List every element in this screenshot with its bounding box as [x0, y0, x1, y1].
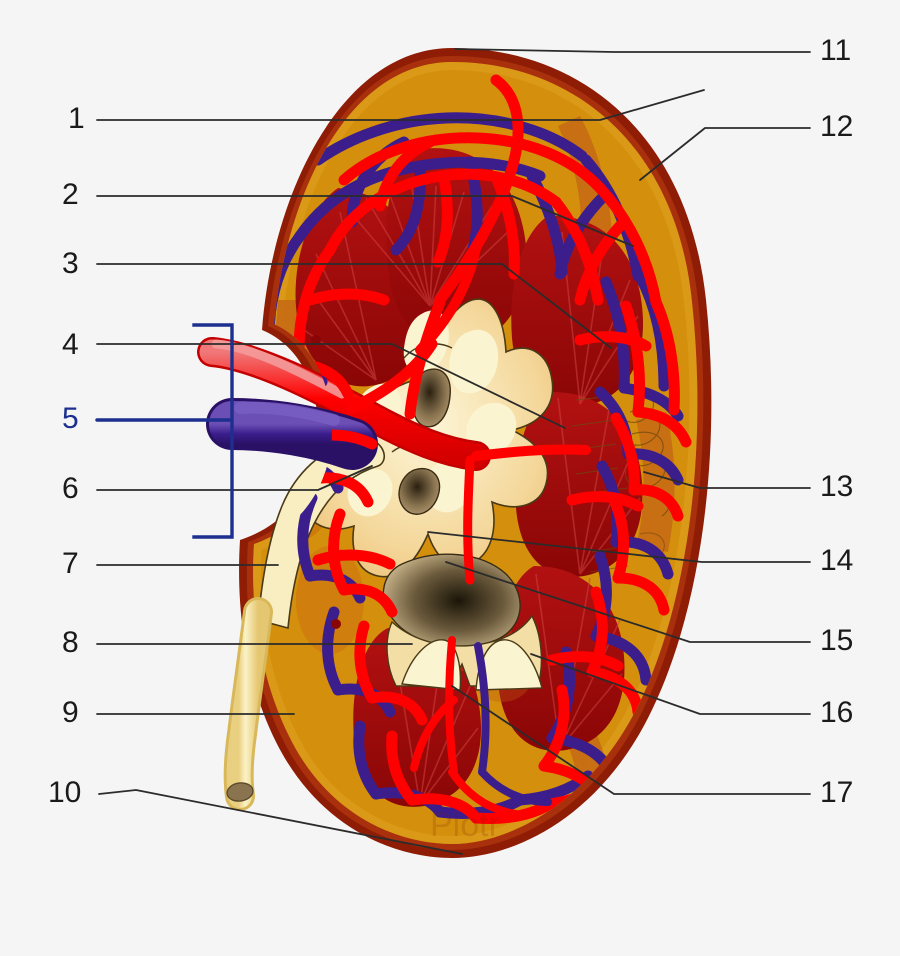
- leader-line-14: [427, 531, 811, 563]
- ureter-cut-end: [226, 782, 254, 802]
- bracket-3-6: [192, 323, 234, 539]
- leader-line-3: [96, 263, 612, 349]
- leader-line-13: [643, 471, 811, 489]
- leader-line-11: [454, 48, 811, 53]
- label-2: 2: [62, 178, 79, 211]
- pyramid-middle-right: [515, 392, 643, 577]
- label-1: 1: [68, 102, 85, 135]
- label-6: 6: [62, 472, 79, 505]
- leader-line-2: [96, 195, 634, 247]
- label-7: 7: [62, 547, 79, 580]
- label-11: 11: [820, 34, 852, 67]
- leader-line-15: [445, 561, 811, 643]
- label-5: 5: [62, 402, 79, 435]
- label-8: 8: [62, 626, 79, 659]
- leader-lines: [95, 48, 811, 855]
- label-4: 4: [62, 328, 79, 361]
- leader-line-4: [96, 343, 566, 429]
- arcuate-veins-small: [474, 642, 552, 806]
- vein-highlight: [234, 401, 340, 426]
- leader-line-6: [96, 465, 373, 491]
- leader-line-17: [451, 685, 811, 795]
- artery-highlight: [211, 339, 347, 399]
- label-10: 10: [48, 776, 82, 809]
- label-14: 14: [820, 544, 854, 577]
- leader-line-10: [98, 789, 463, 855]
- label-13: 13: [820, 470, 854, 503]
- label-17: 17: [820, 776, 854, 809]
- leader-line-12: [639, 127, 811, 181]
- leader-line-16: [530, 653, 811, 715]
- label-3: 3: [62, 247, 79, 280]
- label-15: 15: [820, 624, 854, 657]
- renal-pelvis-funnel: [257, 439, 385, 630]
- label-12: 12: [820, 110, 854, 143]
- ureter: [223, 597, 273, 811]
- arcuate-vessels: [410, 636, 520, 818]
- watermark: Piotr: [430, 806, 500, 844]
- minor-calyx-lower: [398, 467, 441, 515]
- label-9: 9: [62, 696, 79, 729]
- bracket-spine: [192, 323, 234, 539]
- leader-line-1: [96, 89, 705, 121]
- label-16: 16: [820, 696, 854, 729]
